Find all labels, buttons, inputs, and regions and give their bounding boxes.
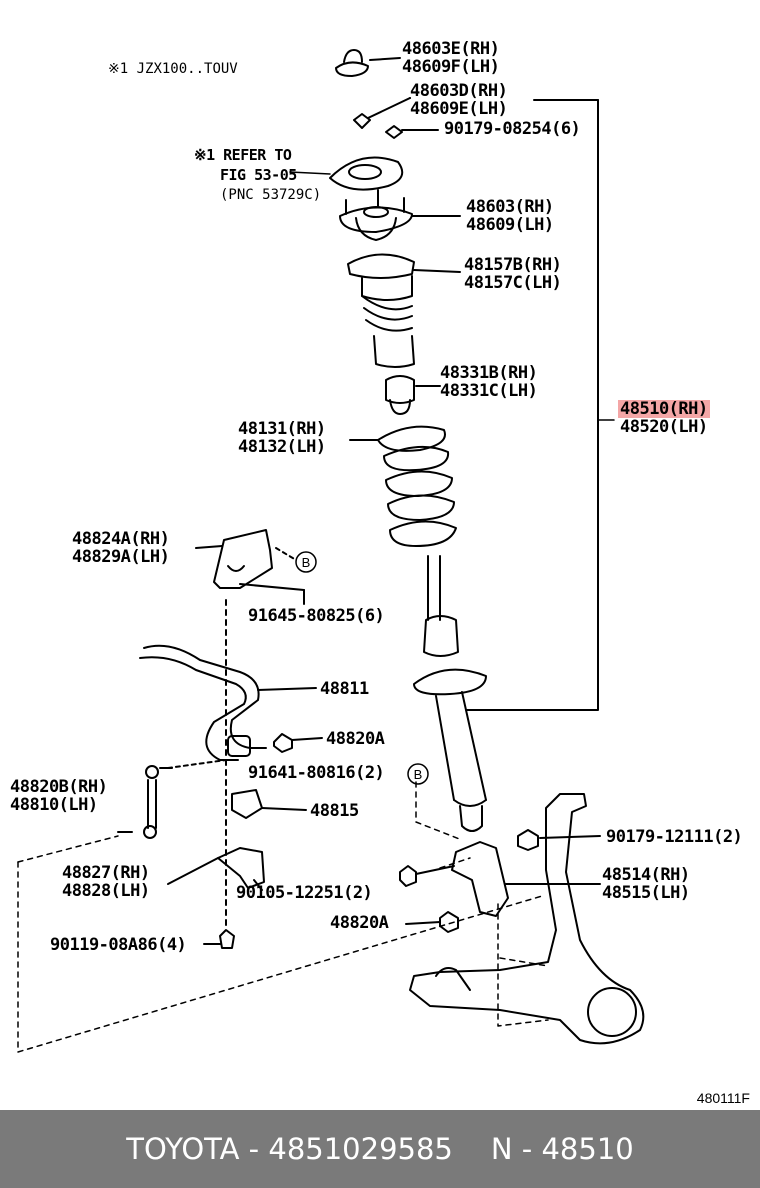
small-nut-part[interactable] (385, 125, 439, 139)
callout-b-upper (295, 551, 317, 573)
label-48824A[interactable]: 48824A(RH)48829A(LH) (72, 529, 170, 567)
stabilizer-bushing-part[interactable] (231, 789, 307, 819)
label-48331B[interactable]: 48331B(RH)48331C(LH) (440, 363, 538, 401)
label-91641-80816[interactable]: 91641-80816(2) (248, 763, 385, 783)
footer-pnc: N - 48510 (490, 1132, 634, 1166)
footer-brand: TOYOTA (126, 1132, 240, 1166)
shock-bracket-part[interactable] (451, 841, 601, 917)
dust-cap-part[interactable] (335, 49, 401, 77)
stabilizer-link-part[interactable] (117, 759, 227, 839)
label-90179-08254[interactable]: 90179-08254(6) (444, 119, 581, 139)
callout-b-lower (407, 763, 429, 785)
model-note: ※1 JZX100..TOUV (108, 61, 238, 77)
label-90105-12251[interactable]: 90105-12251(2) (236, 883, 373, 903)
label-91645-80825[interactable]: 91645-80825(6) (248, 606, 385, 626)
refer-note-2: FIG 53-05 (220, 166, 297, 184)
coil-spring-part[interactable] (349, 425, 457, 547)
label-48811[interactable]: 48811 (320, 679, 369, 699)
bolt-part[interactable] (203, 599, 235, 949)
label-48131[interactable]: 48131(RH)48132(LH) (238, 419, 326, 457)
label-48815[interactable]: 48815 (310, 801, 359, 821)
label-90119-08A86[interactable]: 90119-08A86(4) (50, 935, 187, 955)
label-48603E[interactable]: 48603E(RH)48609F(LH) (402, 39, 500, 77)
refer-note-3: (PNC 53729C) (220, 187, 322, 203)
steering-knuckle-part[interactable] (409, 793, 645, 1045)
highlighted-part-number[interactable]: 48510(RH) (618, 399, 710, 419)
label-48603[interactable]: 48603(RH)48609(LH) (466, 197, 554, 235)
dust-boot-part[interactable] (347, 253, 461, 368)
strut-mount-part[interactable] (339, 189, 461, 241)
bolt-12251-part[interactable] (399, 865, 455, 887)
footer-separator: - (239, 1132, 269, 1166)
label-48827[interactable]: 48827(RH)48828(LH) (62, 863, 150, 901)
label-48157B[interactable]: 48157B(RH)48157C(LH) (464, 255, 562, 293)
label-48820A-bot[interactable]: 48820A (330, 913, 389, 933)
label-90179-12111[interactable]: 90179-12111(2) (606, 827, 743, 847)
bushing-clamp-part[interactable] (167, 847, 265, 891)
footer-part-number: 4851029585 (268, 1132, 453, 1166)
label-48514[interactable]: 48514(RH)48515(LH) (602, 865, 690, 903)
nut-12111-part[interactable] (517, 829, 601, 851)
figure-id: 480111F (696, 1090, 750, 1106)
shock-absorber-part[interactable] (413, 555, 487, 832)
nut-part[interactable] (353, 97, 411, 129)
gasket-plate-part[interactable] (289, 156, 404, 191)
callout-b-lower-text: B (414, 767, 423, 782)
label-48820B[interactable]: 48820B(RH)48810(LH) (10, 777, 108, 815)
callout-b-upper-text: B (302, 555, 311, 570)
refer-note-1: ※1 REFER TO (194, 146, 292, 164)
bump-stopper-part[interactable] (385, 375, 441, 415)
parts-diagram: B B (17, 49, 645, 1053)
label-48510[interactable]: 48510(RH)48520(LH) (618, 399, 710, 437)
stabilizer-bracket-part[interactable] (195, 529, 305, 605)
label-48820A-top[interactable]: 48820A (326, 729, 385, 749)
bushing-part[interactable] (227, 733, 323, 757)
stabilizer-bar-part[interactable] (139, 644, 317, 761)
footer-bar: TOYOTA - 4851029585 N - 48510 (0, 1110, 760, 1188)
label-48603D[interactable]: 48603D(RH)48609E(LH) (410, 81, 508, 119)
